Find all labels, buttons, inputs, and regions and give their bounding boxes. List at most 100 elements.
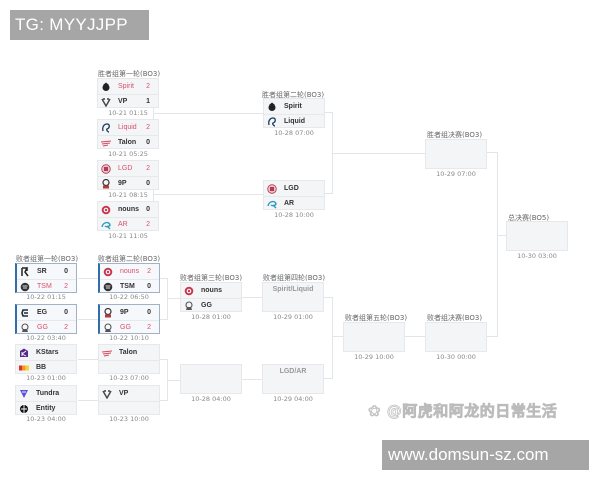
sr-logo-icon [20, 267, 30, 277]
match-ub1[interactable]: Spirit 2 VP 1 [97, 78, 159, 108]
round-label-lb-r1: 败者组第一轮(BO3) [16, 255, 79, 263]
match-placeholder: LGD/AR [279, 368, 307, 375]
match-ub2[interactable]: Liquid 2 Talon 0 [97, 119, 159, 149]
match-ub6[interactable]: LGD AR [263, 180, 325, 210]
9p-logo-icon [103, 308, 113, 318]
tundra-logo-icon [19, 389, 29, 399]
round-label-ub-r1: 胜者组第一轮(BO3) [98, 70, 161, 78]
match-time: 10-28 10:00 [274, 211, 314, 219]
watermark-text: ❀ @阿虎和阿龙的日常生活 [368, 402, 558, 421]
match-lb11[interactable]: Spirit/Liquid [262, 282, 324, 312]
match-lb5[interactable]: nouns 2 TSM 0 [98, 263, 160, 293]
entity-logo-icon [19, 404, 29, 414]
vp-logo-icon [102, 389, 112, 399]
match-time: 10-28 04:00 [191, 395, 231, 403]
match-lb7[interactable]: Talon [98, 344, 160, 374]
team-row: KStars [16, 346, 76, 360]
match-ub5[interactable]: Spirit Liquid [263, 98, 325, 128]
team-row: Spirit 2 [98, 80, 158, 94]
match-time: 10-23 04:00 [26, 415, 66, 423]
gg-logo-icon [20, 323, 30, 333]
team-row: LGD [264, 182, 324, 196]
tg-badge: TG: MYYJJPP [10, 10, 149, 40]
match-lb3[interactable]: KStars BB [15, 344, 77, 374]
match-lb8[interactable]: VP [98, 385, 160, 415]
match-grand-final[interactable] [506, 221, 568, 251]
match-time: 10-29 01:00 [273, 313, 313, 321]
team-row: SR 0 [17, 265, 76, 279]
round-label-grand-final: 总决赛(BO5) [508, 214, 550, 222]
match-time: 10-21 11:05 [108, 232, 148, 240]
team-row: Talon 0 [98, 135, 158, 150]
match-time: 10-28 07:00 [274, 129, 314, 137]
nouns-logo-icon [101, 205, 111, 215]
match-time: 10-22 10:10 [109, 334, 149, 342]
team-row: nouns 2 [100, 265, 159, 279]
ar-logo-icon [101, 220, 111, 230]
match-time: 10-21 08:15 [108, 191, 148, 199]
match-lb12[interactable]: LGD/AR [262, 364, 324, 394]
9p-logo-icon [101, 179, 111, 189]
gg-logo-icon [184, 301, 194, 311]
team-row: Spirit [264, 100, 324, 114]
match-time: 10-22 01:15 [26, 293, 66, 301]
team-row: Entity [16, 401, 76, 416]
vp-logo-icon [101, 97, 111, 107]
match-time: 10-23 10:00 [109, 415, 149, 423]
team-row: GG [181, 298, 241, 313]
team-row: nouns 0 [98, 203, 158, 217]
spirit-logo-icon [267, 102, 277, 112]
team-row: GG 2 [100, 320, 159, 335]
match-time: 10-30 03:00 [517, 252, 557, 260]
team-row: 9P 0 [98, 176, 158, 191]
match-time: 10-23 07:00 [109, 374, 149, 382]
team-row: Liquid [264, 114, 324, 129]
team-row: GG 2 [17, 320, 76, 335]
match-time: 10-21 05:25 [108, 150, 148, 158]
lgd-logo-icon [267, 184, 277, 194]
team-row: AR 2 [98, 217, 158, 232]
team-row: Tundra [16, 387, 76, 401]
team-row: EG 0 [17, 306, 76, 320]
team-row: Talon [99, 346, 159, 360]
team-row: TSM 2 [17, 279, 76, 294]
match-time: 10-21 01:15 [108, 109, 148, 117]
team-row: BB [16, 360, 76, 375]
match-lb4[interactable]: Tundra Entity [15, 385, 77, 415]
team-row-empty [99, 360, 159, 375]
match-ub-final[interactable] [425, 139, 487, 169]
match-lb9[interactable]: nouns GG [180, 282, 242, 312]
tsm-logo-icon [103, 282, 113, 292]
match-time: 10-28 01:00 [191, 313, 231, 321]
round-label-lb-final: 败者组决赛(BO3) [427, 314, 483, 322]
team-row: TSM 0 [100, 279, 159, 294]
match-lb-final[interactable] [425, 322, 487, 352]
site-badge: www.domsun-sz.com [382, 440, 589, 470]
bb-logo-icon [19, 363, 29, 373]
round-label-ub-final: 胜者组决赛(BO3) [427, 131, 483, 139]
match-lb10[interactable] [180, 364, 242, 394]
eg-logo-icon [20, 308, 30, 318]
talon-logo-icon [101, 138, 111, 148]
match-lb1[interactable]: SR 0 TSM 2 [15, 263, 77, 293]
match-placeholder: Spirit/Liquid [272, 286, 314, 293]
round-label-ub-r2: 胜者组第二轮(BO3) [262, 91, 325, 99]
match-time: 10-30 00:00 [436, 353, 476, 361]
match-time: 10-29 10:00 [354, 353, 394, 361]
match-lb2[interactable]: EG 0 GG 2 [15, 304, 77, 334]
match-lb6[interactable]: 9P 0 GG 2 [98, 304, 160, 334]
team-row: VP 1 [98, 94, 158, 109]
match-ub4[interactable]: nouns 0 AR 2 [97, 201, 159, 231]
match-time: 10-29 07:00 [436, 170, 476, 178]
ar-logo-icon [267, 199, 277, 209]
kstars-logo-icon [19, 348, 29, 358]
match-ub3[interactable]: LGD 2 9P 0 [97, 160, 159, 190]
team-row: LGD 2 [98, 162, 158, 176]
gg-logo-icon [103, 323, 113, 333]
team-row: 9P 0 [100, 306, 159, 320]
match-time: 10-22 03:40 [26, 334, 66, 342]
liquid-logo-icon [101, 123, 111, 133]
match-lb13[interactable] [343, 322, 405, 352]
nouns-logo-icon [103, 267, 113, 277]
team-row-empty [99, 401, 159, 416]
